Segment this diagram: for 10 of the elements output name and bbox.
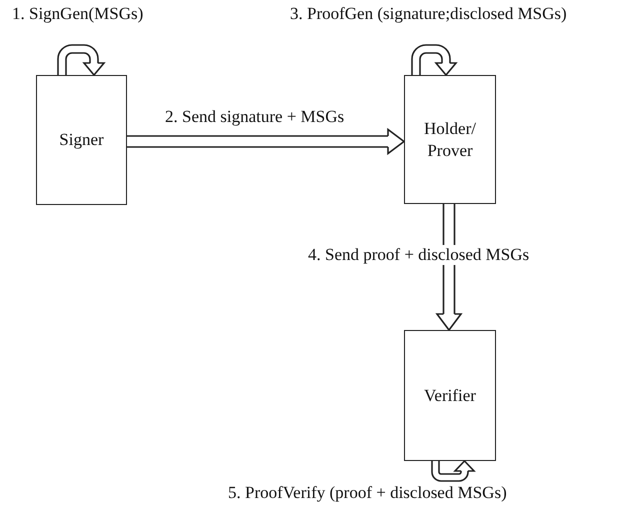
process-box xyxy=(404,330,496,461)
process-box xyxy=(36,75,127,205)
box-label: Signer xyxy=(59,129,104,151)
process-box xyxy=(404,75,496,204)
edge-label: 4. Send proof + disclosed MSGs xyxy=(306,245,532,266)
edge-label: 3. ProofGen (signature;disclosed MSGs) xyxy=(288,4,569,24)
edge-label: 5. ProofVerify (proof + disclosed MSGs) xyxy=(226,483,509,504)
box-label: Holder/ Prover xyxy=(423,118,477,161)
edge-label: 2. Send signature + MSGs xyxy=(163,107,346,128)
box-label: Verifier xyxy=(424,384,476,406)
